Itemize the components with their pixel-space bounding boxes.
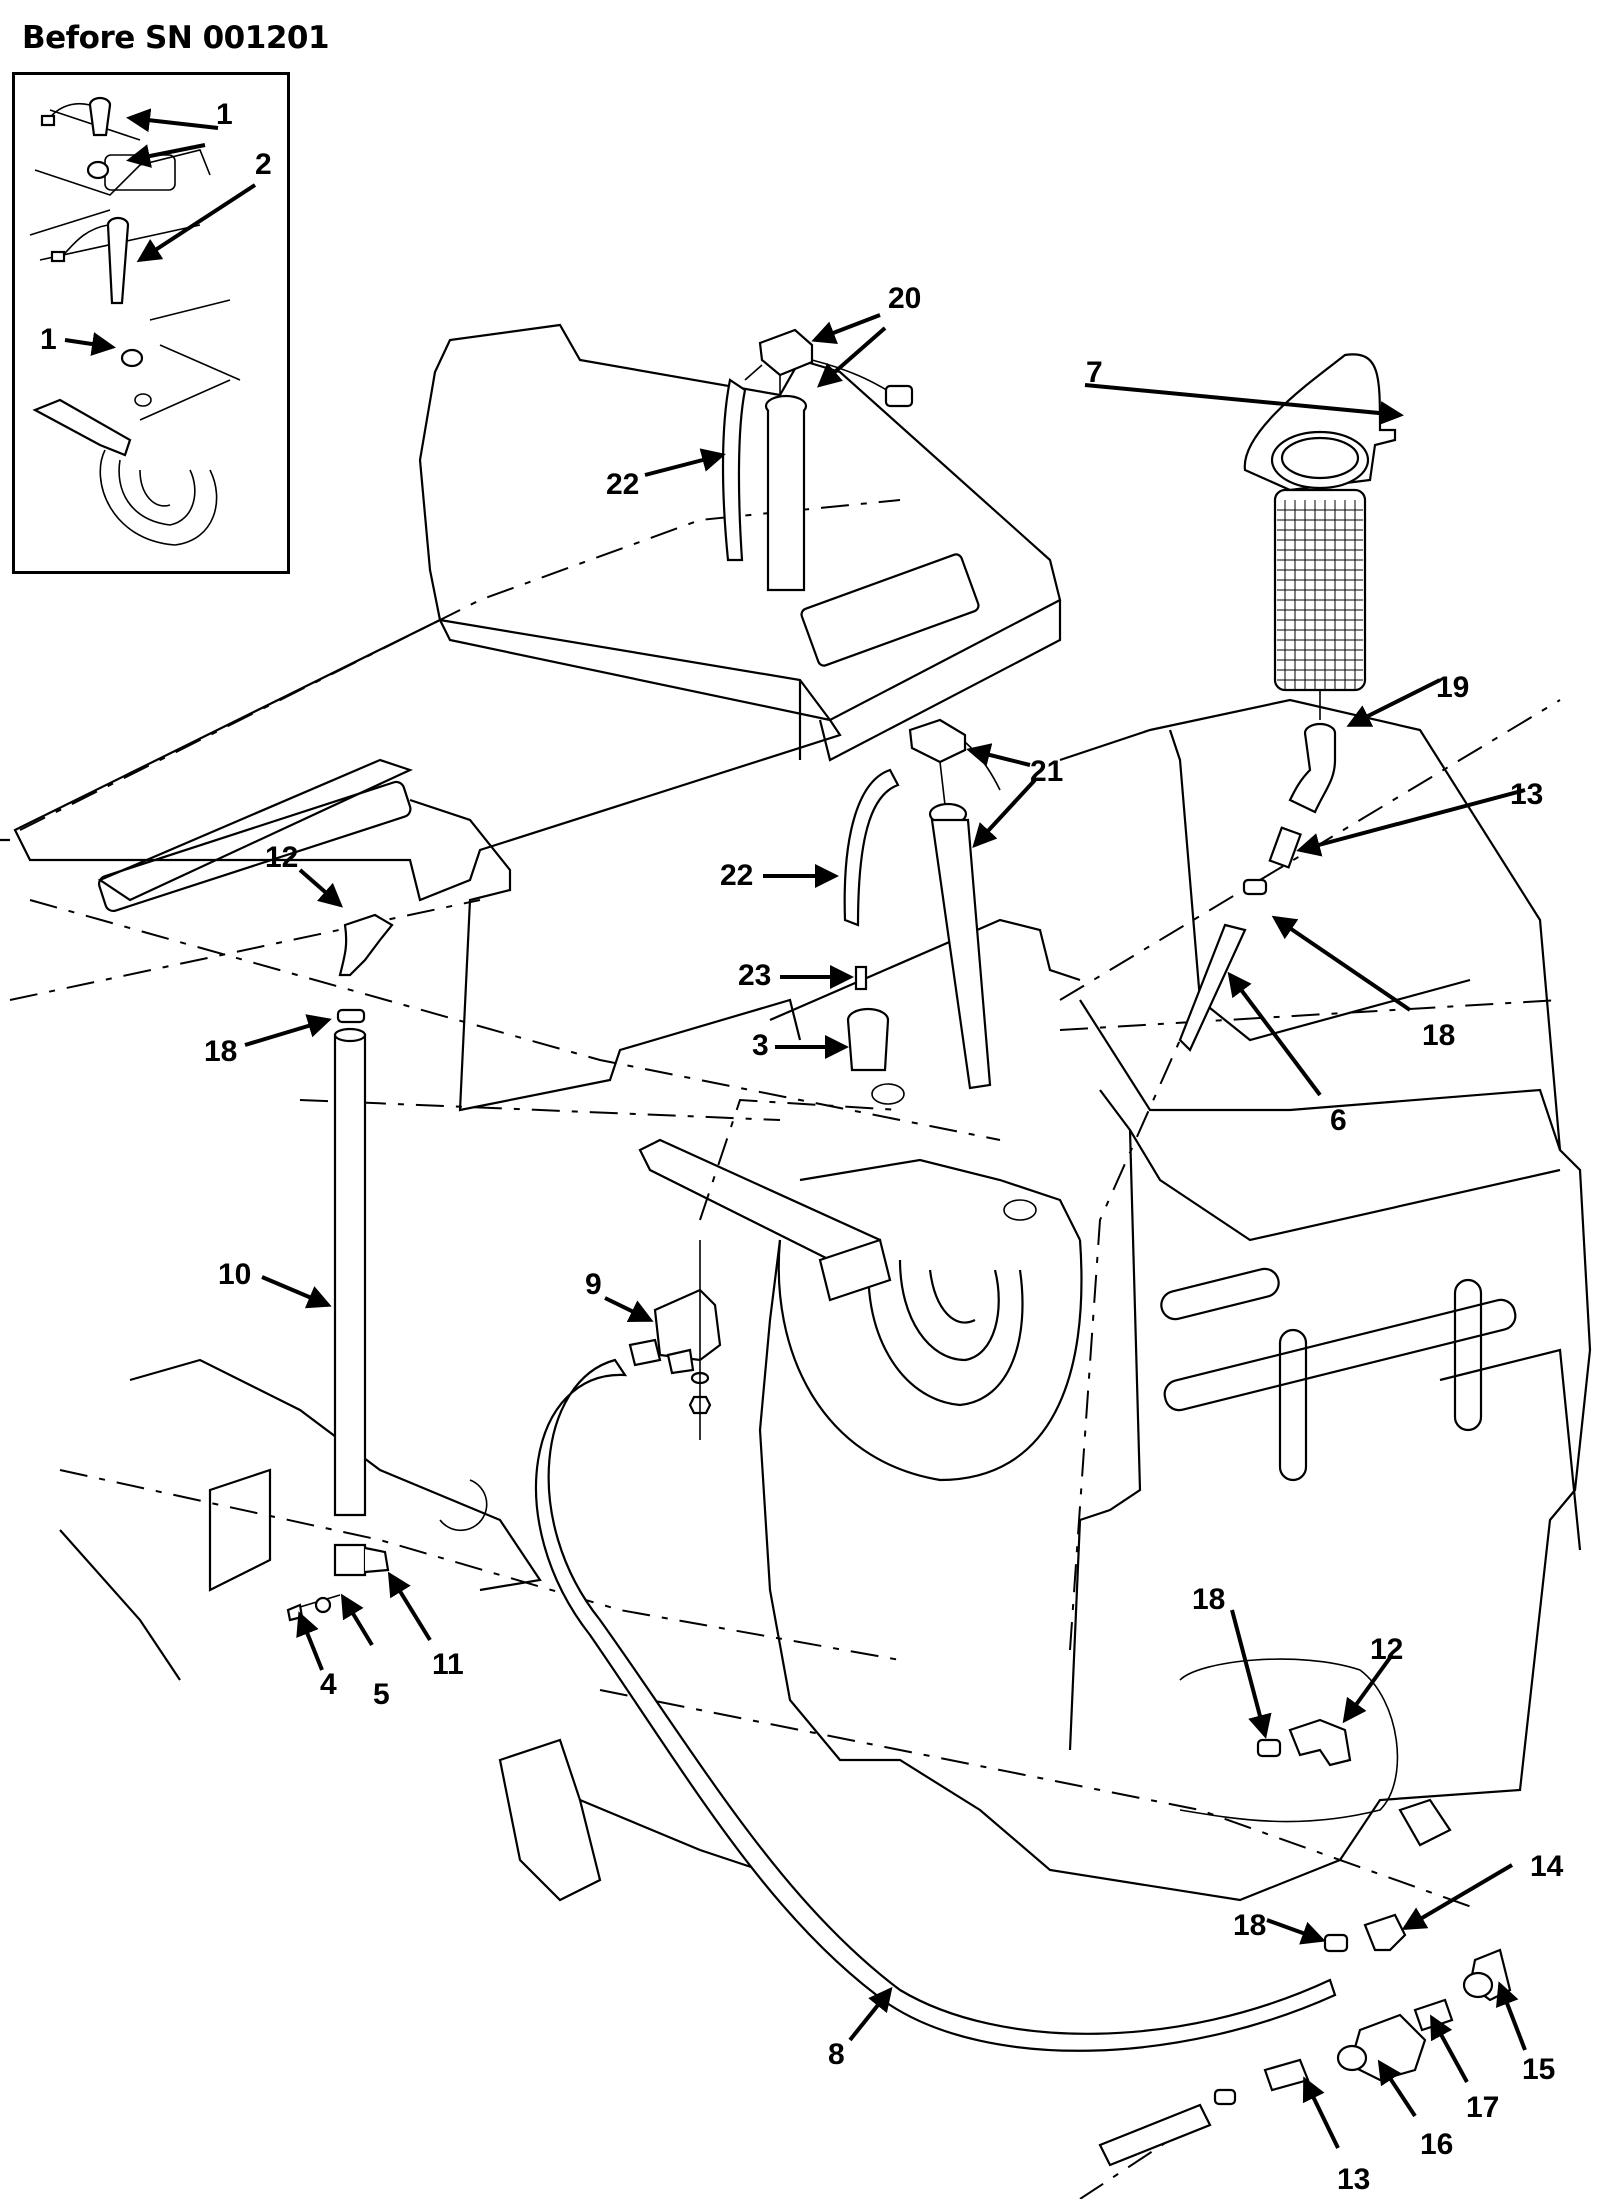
callout-label: 1 [40, 323, 57, 356]
callout-label: 11 [432, 1648, 464, 1681]
part-left-pipe-assembly [286, 913, 394, 1622]
callout-label: 18 [1422, 1019, 1456, 1052]
callout-label: 8 [828, 2038, 845, 2071]
callout-label: 5 [373, 1678, 390, 1711]
diagram-title: Before SN 001201 [22, 20, 330, 56]
callout-label: 12 [265, 841, 299, 874]
machine-frame-outline [0, 323, 1592, 1902]
part-hose-22-top [721, 378, 747, 562]
callout-label: 21 [1030, 755, 1064, 788]
callout-label: 6 [1330, 1104, 1347, 1137]
inset-level-sensor-tube [106, 216, 130, 305]
callout-label: 1 [216, 98, 233, 131]
valve-mounting-bracket [638, 1138, 882, 1272]
part-level-sensor-21 [908, 718, 1001, 1090]
part-strainer-basket-7 [1243, 353, 1397, 720]
callout-arrows [244, 313, 1527, 2149]
inset-level-sensor-top [88, 96, 112, 137]
part-fitting-23 [854, 965, 868, 991]
inset-grommet-top [86, 160, 110, 180]
callout-label: 16 [1420, 2128, 1454, 2161]
callout-label: 13 [1337, 2163, 1371, 2196]
callout-label: 19 [1436, 671, 1470, 704]
part-fittings-upper-right [1178, 722, 1337, 1052]
part-hose-8 [534, 1358, 1337, 2052]
part-solenoid-valve-9 [628, 1240, 722, 1440]
callout-label: 7 [1086, 356, 1103, 389]
inset-bracket [32, 398, 132, 457]
callout-label: 10 [218, 1258, 252, 1291]
callout-label: 3 [752, 1029, 769, 1062]
callout-label: 15 [1522, 2053, 1556, 2086]
part-hose-22-mid [843, 768, 900, 927]
callout-label: 18 [1192, 1583, 1226, 1616]
callout-label: 18 [204, 1035, 238, 1068]
alignment-centerlines [9, 499, 1561, 2199]
inset-grommet-bottom [120, 348, 144, 368]
callout-label: 2 [255, 148, 272, 181]
callout-label: 13 [1510, 778, 1544, 811]
callout-label: 17 [1466, 2091, 1500, 2124]
callout-label: 18 [1233, 1909, 1267, 1942]
callout-label: 12 [1370, 1633, 1404, 1666]
callout-label: 23 [738, 959, 772, 992]
callout-label: 22 [720, 859, 754, 892]
callout-label: 14 [1530, 1850, 1564, 1883]
callout-label: 22 [606, 468, 640, 501]
part-level-sensor-20 [758, 328, 914, 592]
callout-label: 4 [320, 1668, 337, 1701]
part-fittings-lower [1098, 1658, 1512, 2167]
callout-label: 9 [585, 1268, 602, 1301]
callout-label: 20 [888, 282, 922, 315]
before-sn-inset-frame [12, 72, 290, 574]
part-grommet-3 [846, 1007, 890, 1072]
